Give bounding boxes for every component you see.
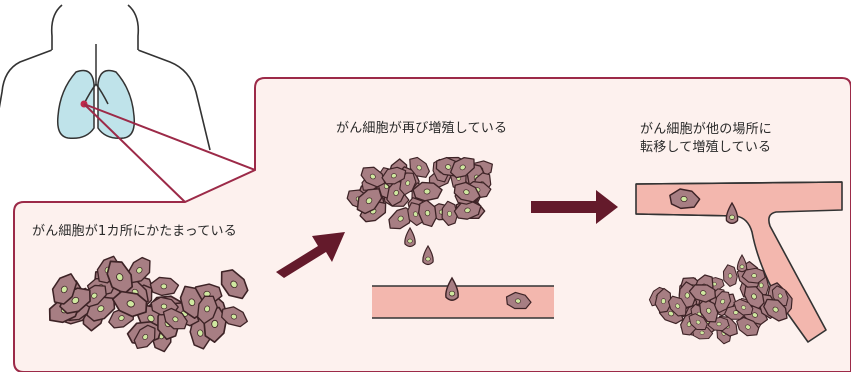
cancer-cell [179,285,204,320]
cancer-cell [133,324,156,350]
cancer-cell [409,156,430,178]
stage3-label-line2: 転移して増殖している [640,140,772,155]
cancer-cell [106,260,134,295]
callout-pointer [83,103,256,203]
cancer-cell [453,181,481,203]
cancer-cell [688,313,708,330]
cancer-cell [149,276,180,297]
cancer-cell [360,166,386,188]
cancer-cell [654,287,672,314]
lungs-icon [56,44,136,140]
arrow-right-up-icon [276,232,345,278]
cancer-cell [220,269,249,300]
cancer-cell [418,199,437,228]
cancer-cell [356,188,383,215]
cancer-cell [741,267,766,284]
stage3-label-line1: がん細胞が他の場所に [640,122,773,137]
cancer-cells [48,156,793,353]
cancer-cell [196,295,218,325]
stage1-label: がん細胞が1カ所にかたまっている [32,224,237,239]
migrating-cell [736,253,748,273]
cancer-cell [381,166,407,185]
migrating-cell [445,276,459,301]
cancer-cell [449,156,475,179]
cancer-cell [722,264,738,287]
migrating-cell [404,226,416,248]
stage2-label: がん細胞が再び増殖している [336,121,508,136]
cancer-cell [505,291,532,310]
migrating-cell [725,201,739,225]
arrows [276,190,618,278]
cancer-cell [667,295,687,317]
arrow-right-icon [531,190,618,224]
cancer-cell [688,284,717,303]
cancer-cell [412,181,443,202]
cancer-cell [221,306,248,328]
cancer-cell [699,298,719,323]
cancer-cell [763,298,788,322]
cancer-cell [111,290,148,318]
cancer-cell [162,307,188,330]
cancer-cell [388,207,413,230]
cancer-cell [441,200,458,227]
cancer-cell [669,188,701,210]
cancer-cell [51,273,78,305]
cancer-cell [733,298,754,316]
migrating-cell [422,244,434,266]
